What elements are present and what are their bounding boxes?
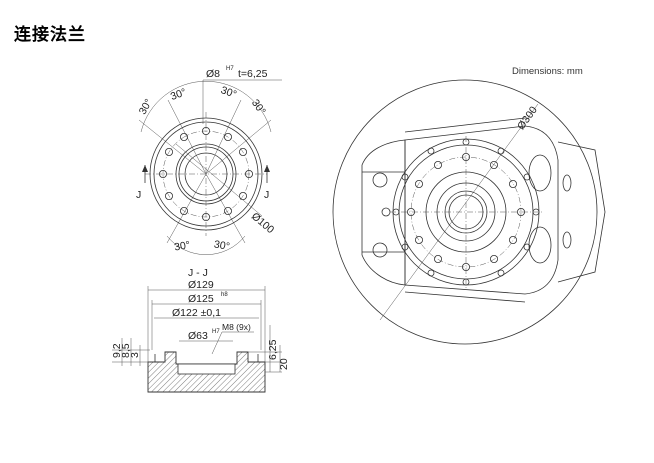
diameter-125: Ø125 bbox=[188, 293, 214, 305]
diameter-63-tol: H7 bbox=[212, 329, 220, 335]
angle-label-1: 30° bbox=[137, 97, 155, 117]
angle-label-5: 30° bbox=[173, 239, 191, 254]
height-8-5: 8,5 bbox=[120, 343, 132, 358]
side-view: Dimensions: mm Ø300 bbox=[332, 66, 606, 345]
bolt-holes bbox=[158, 127, 253, 221]
bolt-circle-label: Ø100 bbox=[249, 210, 277, 236]
angle-label-3: 30° bbox=[219, 84, 238, 101]
section-mark-left: J bbox=[136, 189, 141, 201]
pin-depth-label: t=6,25 bbox=[238, 68, 268, 80]
height-3: 3 bbox=[129, 352, 141, 358]
angle-label-6: 30° bbox=[213, 238, 231, 253]
diameter-63: Ø63 bbox=[188, 330, 208, 342]
pin-hole-label: Ø8 bbox=[206, 68, 220, 80]
height-6-25: 6,25 bbox=[267, 339, 279, 360]
diameter-125-tol: h8 bbox=[221, 292, 228, 298]
side-bolt-holes bbox=[406, 152, 526, 271]
section-view: J - J Ø129 Ø125 h8 Ø122 ±0,1 Ø63 H7 M8 (… bbox=[111, 267, 290, 393]
height-9-2: 9,2 bbox=[111, 343, 123, 358]
units-note: Dimensions: mm bbox=[512, 66, 583, 77]
angle-label-4: 30° bbox=[249, 97, 268, 117]
outer-ring-holes bbox=[392, 138, 540, 286]
angle-label-2: 30° bbox=[169, 86, 188, 103]
diameter-300: Ø300 bbox=[515, 104, 540, 132]
section-mark-right: J bbox=[264, 189, 269, 201]
pin-hole-tolerance: H7 bbox=[226, 66, 234, 72]
diameter-129: Ø129 bbox=[188, 279, 214, 291]
thread-label: M8 (9x) bbox=[222, 322, 251, 332]
section-label: J - J bbox=[188, 267, 208, 279]
height-20: 20 bbox=[278, 358, 290, 370]
diameter-122: Ø122 ±0,1 bbox=[172, 307, 221, 319]
flange-front-view: Ø8 H7 t=6,25 30° 30° 30° 30° 30° 30° bbox=[136, 66, 282, 255]
page-title: 连接法兰 bbox=[14, 25, 86, 45]
